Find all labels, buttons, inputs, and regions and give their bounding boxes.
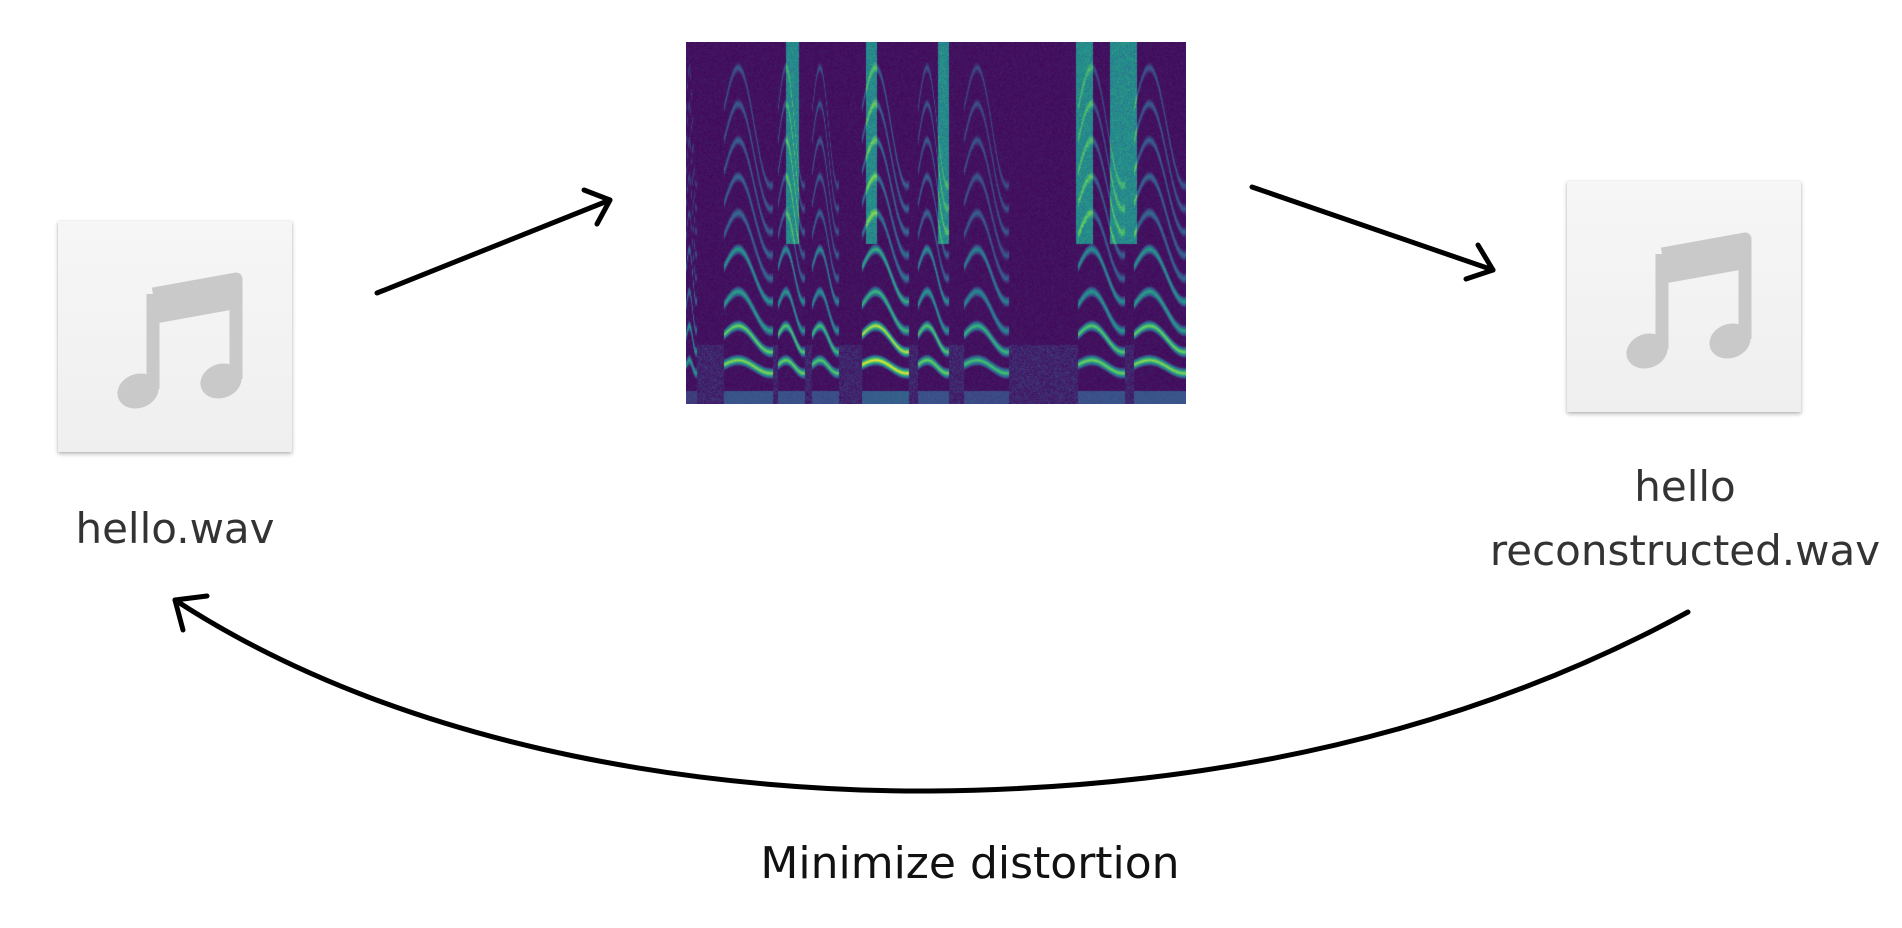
reconstructed-file-name: hello reconstructed.wav [1430, 455, 1902, 583]
source-file-name: hello.wav [75, 504, 275, 553]
arrow-spectrogram-to-audio [1249, 184, 1496, 282]
objective-label: Minimize distortion [760, 838, 1180, 889]
music-note-icon [117, 272, 243, 409]
reconstructed-file-name-line2: reconstructed.wav [1489, 526, 1881, 575]
arrow-audio-to-spectrogram [374, 187, 613, 296]
reconstructed-file-name-line1: hello [1634, 462, 1736, 511]
spectrogram-image [686, 42, 1186, 404]
reconstructed-audio-file-icon [1567, 181, 1801, 412]
source-audio-file-icon [58, 221, 292, 452]
music-note-icon [1626, 232, 1752, 369]
arrow-feedback-loop [172, 593, 1691, 794]
